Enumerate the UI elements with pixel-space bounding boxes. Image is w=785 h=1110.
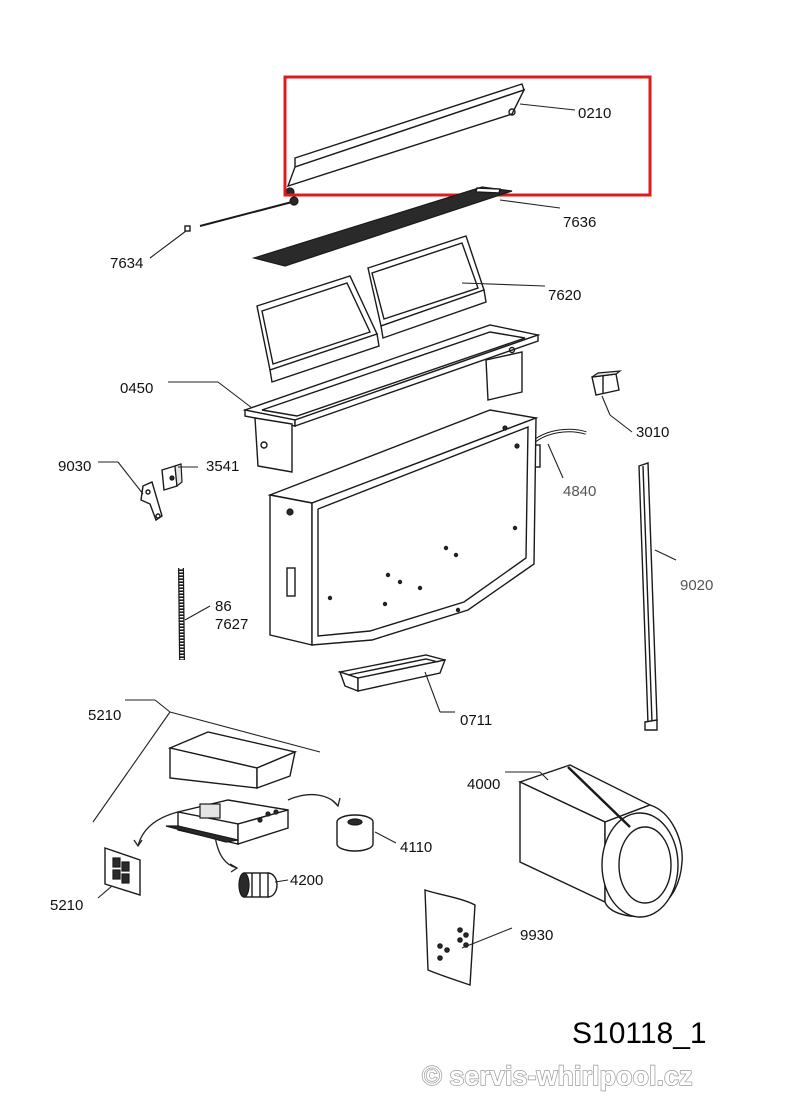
label-9930: 9930 (520, 927, 553, 944)
label-7636: 7636 (563, 214, 596, 231)
part-4840-cable[interactable] (528, 428, 587, 468)
part-9930-documentation[interactable] (424, 889, 476, 986)
part-5210-electronics-cover[interactable] (167, 731, 298, 789)
part-0711-tray[interactable] (337, 654, 447, 693)
label-9020: 9020 (680, 577, 713, 594)
part-86-7627-spring[interactable] (178, 567, 185, 661)
label-4200: 4200 (290, 872, 323, 889)
part-9020-rail[interactable] (638, 462, 658, 731)
part-0210-glass-panel[interactable] (285, 83, 526, 197)
part-main-housing[interactable] (267, 409, 539, 646)
label-7620: 7620 (548, 287, 581, 304)
label-4840: 4840 (563, 483, 596, 500)
label-3010: 3010 (636, 424, 669, 441)
part-9030-bracket[interactable] (140, 481, 163, 522)
part-0450-top-frame[interactable] (242, 324, 541, 473)
part-4110-capacitor[interactable] (336, 814, 374, 852)
label-0711: 0711 (460, 712, 492, 729)
drawing-code: S10118_1 (572, 1017, 707, 1050)
label-5210-top: 5210 (88, 707, 121, 724)
label-4110: 4110 (400, 839, 432, 856)
part-7636-grille[interactable] (251, 186, 513, 267)
label-86: 86 (215, 598, 232, 615)
part-5210-control-box[interactable] (165, 799, 289, 845)
label-5210-bottom: 5210 (50, 897, 83, 914)
label-0210: 0210 (578, 105, 611, 122)
label-7627: 7627 (215, 616, 248, 633)
part-4000-fan[interactable] (518, 764, 683, 918)
part-3010-motor[interactable] (591, 370, 623, 396)
label-0450: 0450 (120, 380, 153, 397)
part-7634-pin[interactable] (184, 196, 299, 232)
part-7620-filters[interactable] (256, 235, 487, 383)
part-4200-socket[interactable] (238, 872, 278, 898)
copyright-watermark: © servis-whirlpool.cz (422, 1061, 692, 1091)
label-7634: 7634 (110, 255, 143, 272)
arrow-to-board (137, 811, 179, 847)
part-5210-control-board[interactable] (104, 847, 141, 896)
part-3541-switch[interactable] (161, 463, 183, 491)
label-4000: 4000 (467, 776, 500, 793)
selected-part-highlight (283, 75, 652, 197)
arrow-to-4110 (287, 793, 339, 807)
label-3541: 3541 (206, 458, 239, 475)
label-9030: 9030 (58, 458, 91, 475)
